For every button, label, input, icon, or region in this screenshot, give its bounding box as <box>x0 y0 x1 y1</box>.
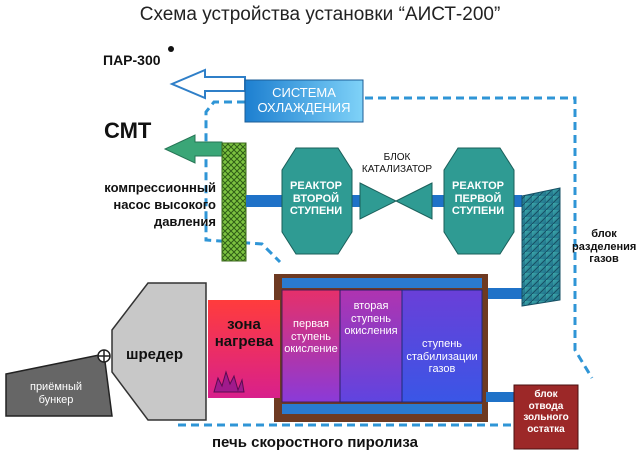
pyrolysis-furnace-label: печь скоростного пиролиза <box>212 434 418 451</box>
dashed-loop-right <box>365 96 594 379</box>
gas-separation-box <box>521 187 561 307</box>
cooling-system-box <box>244 79 364 123</box>
reactor-first-shape <box>443 147 515 255</box>
shredder-shape <box>111 282 207 421</box>
heating-zone-label: зона нагрева <box>214 316 274 351</box>
smt-label: СМТ <box>104 118 152 143</box>
gas-separation-label: блок разделения газов <box>572 228 637 266</box>
stage-second-box <box>339 289 403 403</box>
stage-first-label: первая ступень окисление <box>284 318 338 356</box>
stage-second-label: вторая ступень окисления <box>344 300 398 338</box>
ash-removal-box <box>513 384 579 450</box>
ash-removal-label: блок отвода зольного остатка <box>523 389 569 435</box>
smt-arrow <box>163 134 223 164</box>
stage-first-box <box>281 289 341 403</box>
compressor-box <box>221 142 247 262</box>
hopper-shape <box>5 353 113 417</box>
steam-dot <box>168 46 174 52</box>
pipe-compressor-reactor <box>246 195 284 207</box>
furnace-bottom-pipe <box>282 404 482 414</box>
shredder-label: шредер <box>126 346 184 363</box>
pipe-gas-furnace <box>486 288 524 299</box>
catalyst-valve-shape-2 <box>394 182 433 220</box>
steam-label: ПАР-300 <box>103 52 161 68</box>
steam-arrow <box>169 68 246 100</box>
reactor-second-label: РЕАКТОР ВТОРОЙ СТУПЕНИ <box>289 180 343 218</box>
catalyst-label: БЛОК КАТАЛИЗАТОР <box>361 152 433 175</box>
pipe-catalyst-reactor <box>432 195 446 207</box>
catalyst-valve-shape <box>359 182 398 220</box>
dashed-loop <box>204 100 282 264</box>
compressor-label: компрессионный насос высокого давления <box>104 180 216 229</box>
furnace-top-pipe <box>282 278 482 288</box>
ash-pipe <box>486 392 514 402</box>
diagram-title: Схема устройства установки “АИСТ-200” <box>139 4 501 25</box>
flame-icon <box>213 370 245 393</box>
hopper-label: приёмный бункер <box>29 381 83 406</box>
cooling-system-label: СИСТЕМА ОХЛАЖДЕНИЯ <box>257 85 351 115</box>
stage-stabilization-label: ступень стабилизации газов <box>406 338 478 376</box>
reactor-second-shape <box>281 147 353 255</box>
stage-stabilization-box <box>401 289 483 403</box>
reactor-first-label: РЕАКТОР ПЕРВОЙ СТУПЕНИ <box>451 180 505 218</box>
